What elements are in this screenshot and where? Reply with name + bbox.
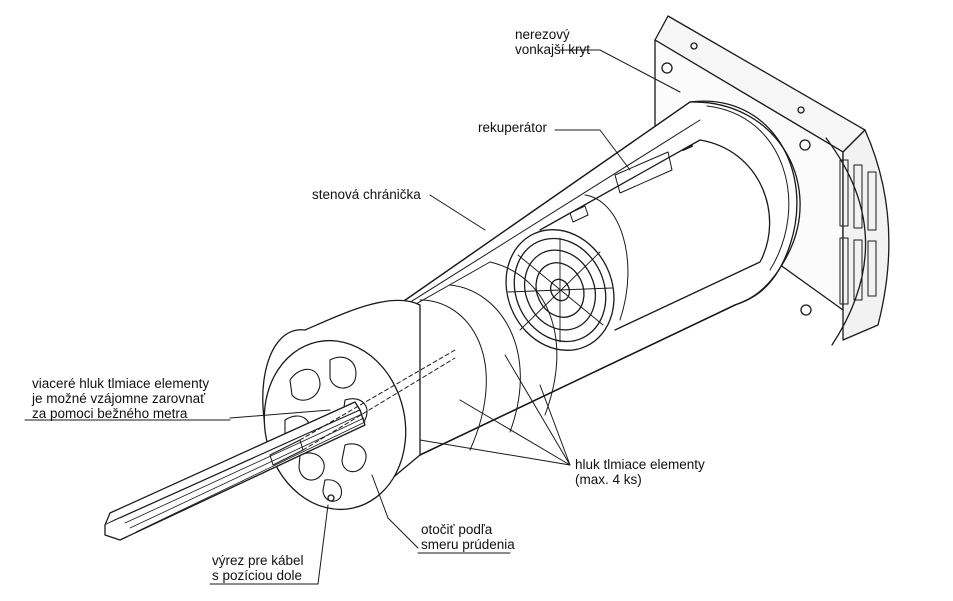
- label-recuperator-text: rekuperátor: [478, 120, 548, 135]
- label-silencer-elements-line2: (max. 4 ks): [575, 472, 642, 487]
- label-recuperator: rekuperátor: [478, 120, 547, 135]
- label-outer-cover-line1: nerezový: [515, 27, 570, 42]
- leader-rotate-flow: [371, 474, 419, 549]
- label-rotate-flow-line1: otočiť podľa: [421, 522, 493, 537]
- measuring-tape: [104, 349, 456, 541]
- cable-cutout-hole: [327, 494, 335, 502]
- leader-outer-cover: [559, 49, 681, 93]
- label-cable-cutout-line1: výrez pre kábel: [212, 553, 304, 568]
- label-rotate-flow-line2: smeru prúdenia: [421, 537, 515, 552]
- label-outer-cover-line2: vonkajší kryt: [515, 42, 591, 57]
- label-silencer-elements-line1: hluk tlmiace elementy: [575, 457, 705, 472]
- label-cable-cutout-line2: s pozíciou dole: [212, 568, 303, 583]
- label-silencer-elements: hluk tlmiace elementy (max. 4 ks): [575, 457, 705, 487]
- leader-wall-sleeve: [429, 194, 486, 231]
- fan-unit: [505, 229, 615, 351]
- leader-multiple-elements: [229, 409, 331, 419]
- label-multiple-elements-line3: za pomoci bežného metra: [32, 406, 188, 421]
- label-wall-sleeve: stenová chránička: [312, 187, 421, 202]
- label-rotate-flow: otočiť podľa smeru prúdenia: [421, 522, 515, 552]
- label-outer-cover: nerezový vonkajší kryt: [515, 27, 590, 57]
- label-wall-sleeve-text: stenová chránička: [312, 187, 421, 202]
- label-multiple-elements: viaceré hluk tlmiace elementy je možné v…: [32, 376, 209, 421]
- label-multiple-elements-line2: je možné vzájomne zarovnať: [32, 391, 206, 406]
- leader-recuperator: [554, 129, 631, 171]
- label-cable-cutout: výrez pre kábel s pozíciou dole: [212, 553, 304, 583]
- leader-cable-cutout: [317, 504, 329, 585]
- leader-lines: [24, 49, 681, 585]
- label-multiple-elements-line1: viaceré hluk tlmiace elementy: [32, 376, 210, 391]
- leader-silencer-elements: [419, 354, 571, 466]
